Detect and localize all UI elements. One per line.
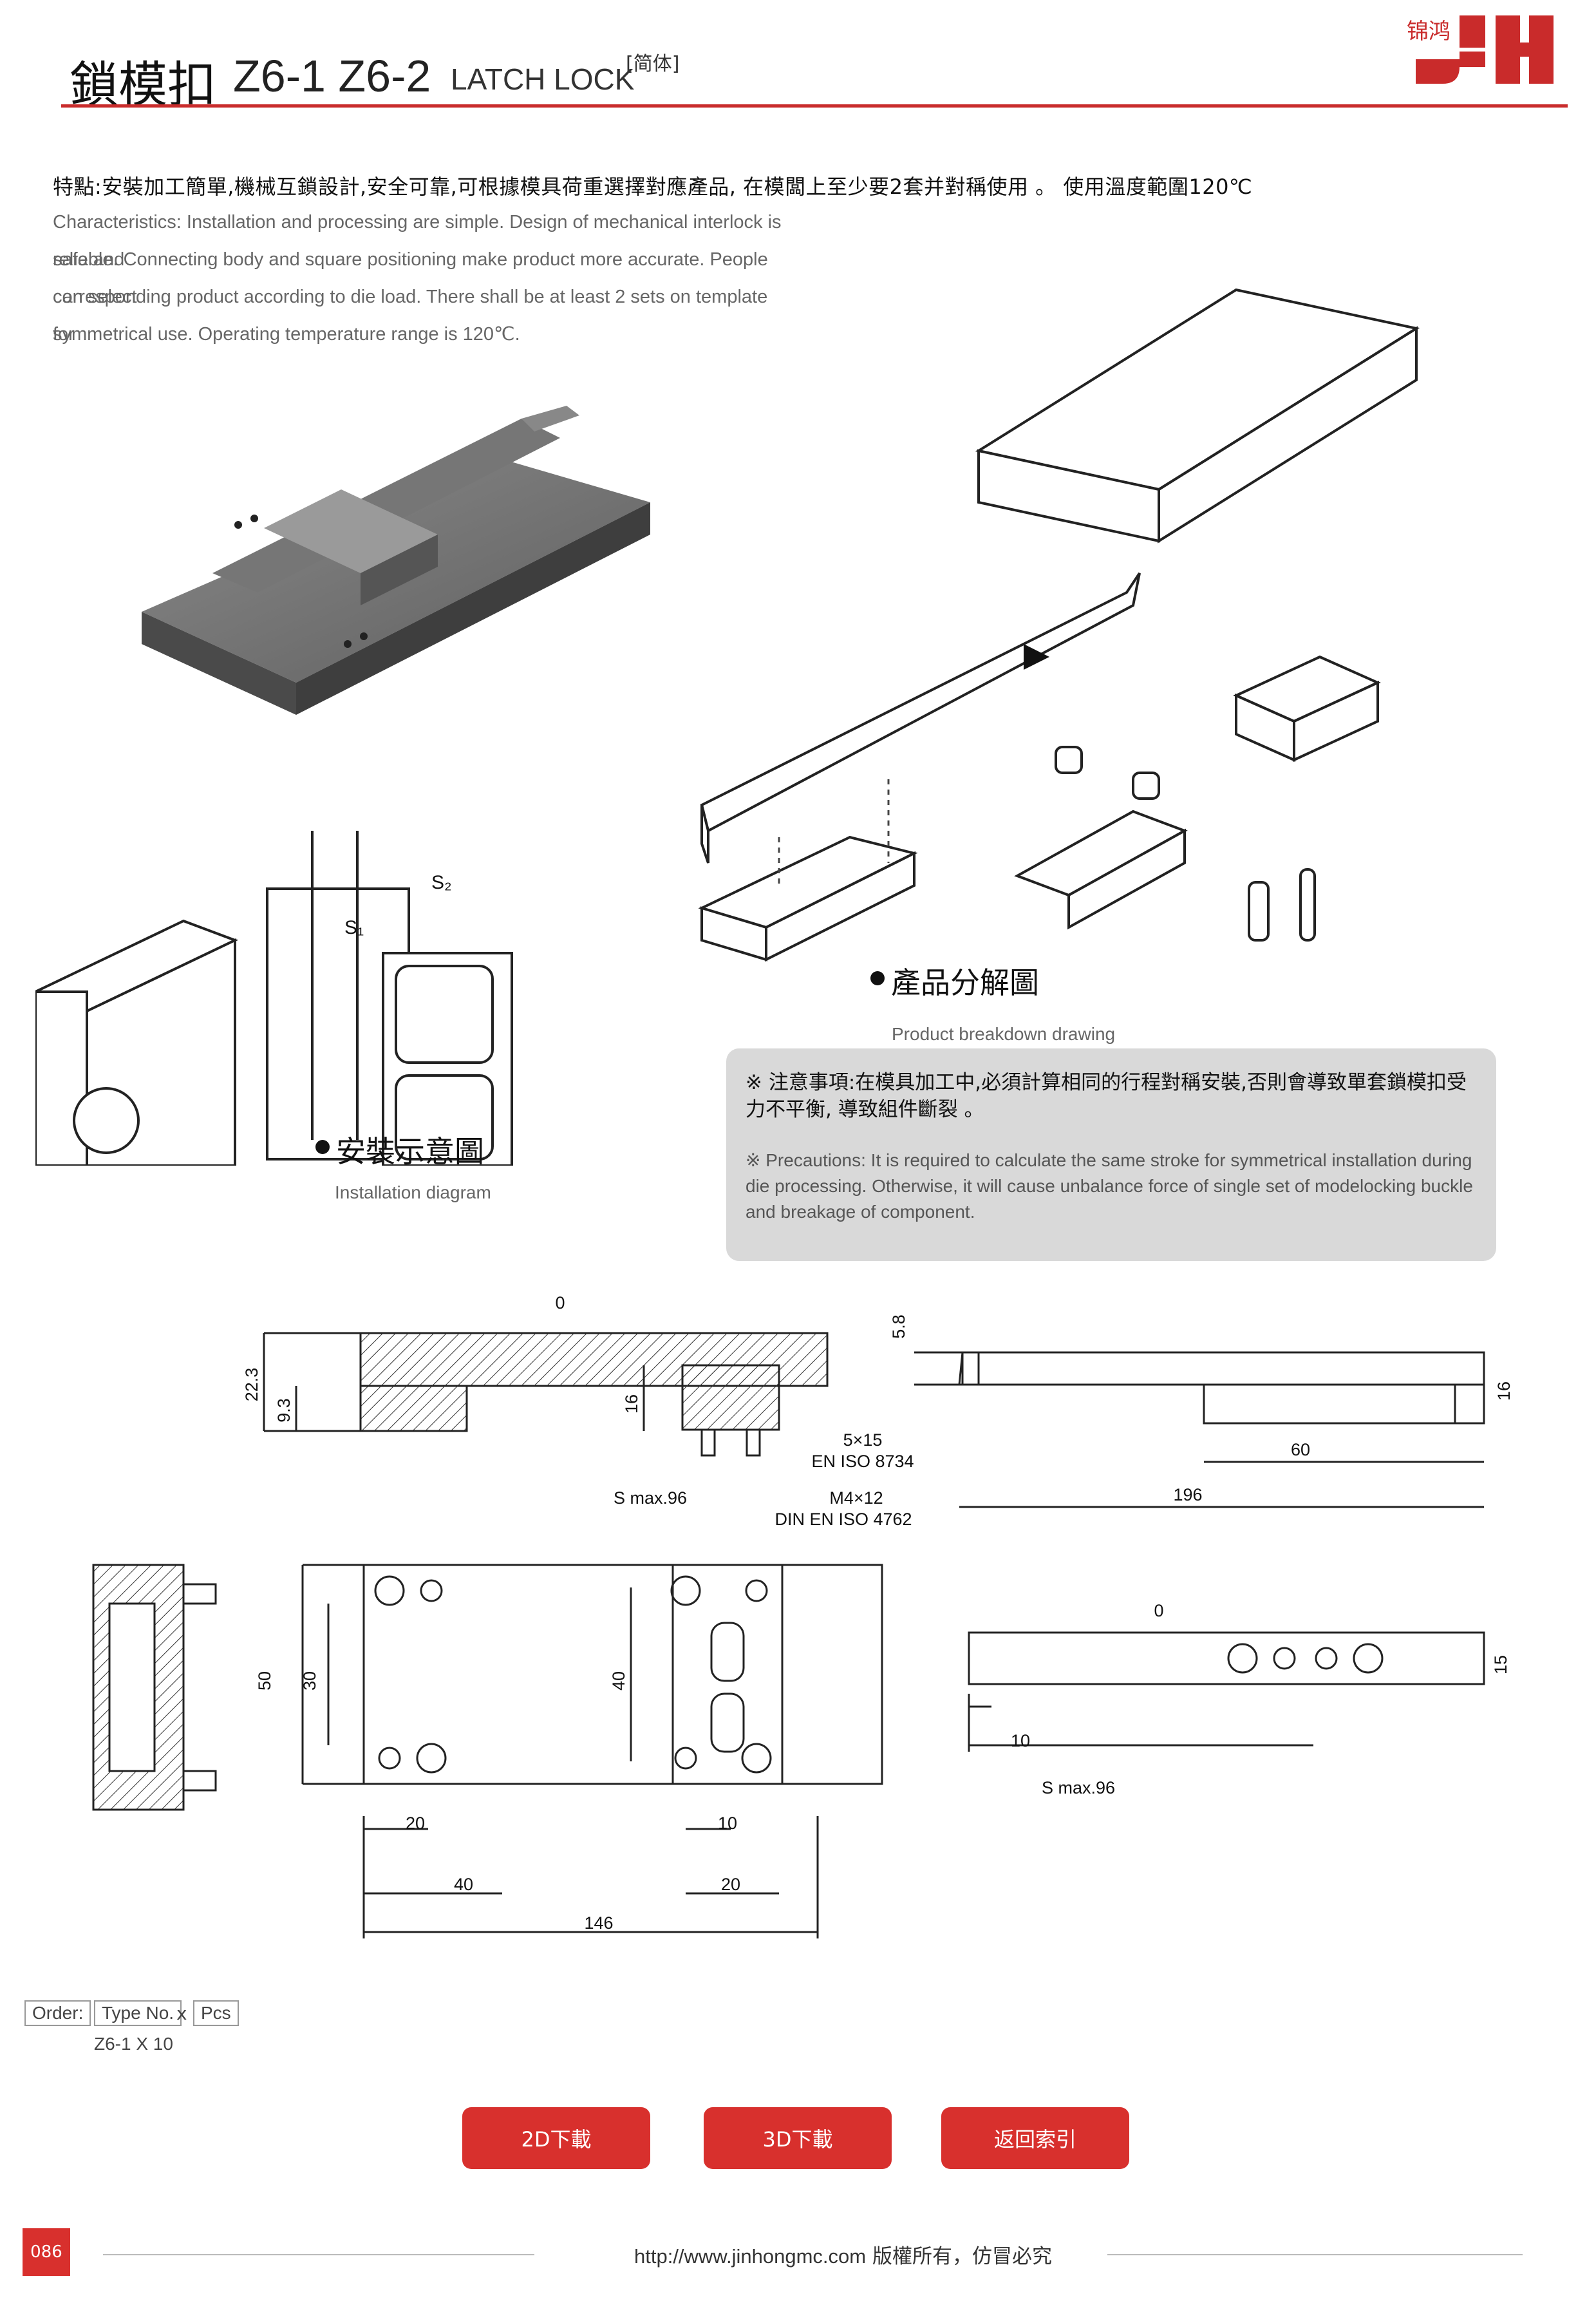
screw2-standard: DIN EN ISO 4762 (775, 1510, 912, 1529)
back-index-button[interactable]: 返回索引 (941, 2107, 1129, 2169)
features-en-line-2: reliable. Connecting body and square pos… (53, 249, 768, 307)
dim-smax-top: S max.96 (614, 1488, 687, 1508)
dim-5-8: 5.8 (889, 1314, 908, 1339)
dim-16-left: 16 (622, 1394, 641, 1414)
screw1-standard: EN ISO 8734 (811, 1452, 914, 1471)
logo-text: 锦鸿 (1407, 19, 1450, 44)
install-caption-cn: 安裝示意圖 (336, 1134, 484, 1169)
page-title-model: Z6-1 Z6-2 (233, 51, 431, 101)
simplified-link[interactable]: [简体] (626, 53, 680, 75)
dim-15: 15 (1491, 1655, 1510, 1674)
footer-text: http://www.jinhongmc.com 版權所有，仿冒必究 (634, 2240, 1052, 2269)
page-title-cn: 鎖模扣 (70, 56, 216, 113)
dim-zero-top: 0 (555, 1293, 565, 1312)
order-x: x (176, 2003, 187, 2024)
precaution-en: ※ Precautions: It is required to calcula… (746, 1150, 1473, 1222)
brand-logo: 锦鸿 (1407, 12, 1555, 88)
dim-smax-right: S max.96 (1042, 1778, 1115, 1797)
footer-line-right (1107, 2254, 1523, 2255)
breakdown-caption-cn: 產品分解圖 (891, 965, 1039, 1000)
features-en-line-3: corresponding product according to die l… (53, 287, 768, 345)
screw1-size: 5×15 (843, 1430, 883, 1450)
footer-line-left (103, 2254, 534, 2255)
dim-16-right: 16 (1494, 1381, 1514, 1401)
bullet-icon (870, 971, 885, 985)
dim-40-horizontal: 40 (454, 1875, 473, 1894)
dim-10-right: 10 (1011, 1731, 1030, 1750)
features-en-line-1: Characteristics: Installation and proces… (53, 212, 782, 270)
precaution-box (726, 1048, 1496, 1261)
dim-22-3: 22.3 (242, 1368, 261, 1402)
page-number: 086 (23, 2228, 70, 2276)
bullet-icon (315, 1140, 330, 1154)
dim-zero-right: 0 (1154, 1601, 1163, 1620)
technical-drawing: 0 22.3 9.3 16 5.8 16 5×15 EN ISO 8734 M4… (92, 1293, 1514, 1938)
order-pcs: Pcs (193, 2000, 239, 2026)
page-title-en: LATCH LOCK (451, 62, 635, 96)
download-3d-button[interactable]: 3D下載 (704, 2107, 892, 2169)
installation-diagram: S₁ S₂ (35, 831, 513, 1166)
dim-60: 60 (1291, 1440, 1310, 1459)
dim-20-left: 20 (406, 1814, 425, 1833)
dim-10-left: 10 (718, 1814, 737, 1833)
install-s1-label: S₁ (344, 917, 364, 938)
dim-30: 30 (300, 1671, 319, 1691)
product-photo (142, 406, 650, 715)
order-label: Order: (24, 2000, 91, 2026)
download-2d-button[interactable]: 2D下載 (462, 2107, 650, 2169)
dim-40-vertical: 40 (609, 1671, 628, 1691)
dim-20-right: 20 (721, 1875, 740, 1894)
features-en-line-4: symmetrical use. Operating temperature r… (53, 324, 520, 345)
screw2-size: M4×12 (829, 1488, 883, 1508)
dim-9-3: 9.3 (274, 1398, 294, 1423)
install-caption-en: Installation diagram (335, 1182, 491, 1202)
dim-196: 196 (1173, 1485, 1202, 1504)
dim-146: 146 (584, 1913, 613, 1933)
product-breakdown-drawing (698, 288, 1420, 962)
features-cn: 特點:安裝加工簡單,機械互鎖設計,安全可靠,可根據模具荷重選擇對應產品, 在模闆… (53, 175, 1253, 199)
header-divider (61, 104, 1568, 108)
dim-50: 50 (255, 1671, 274, 1691)
breakdown-caption-en: Product breakdown drawing (892, 1024, 1116, 1044)
precaution-cn: ※ 注意事項:在模具加工中,必須計算相同的行程對稱安裝,否則會導致單套鎖模扣受力… (746, 1071, 1467, 1121)
order-type: Type No. (94, 2000, 182, 2026)
footer-copyright: 版權所有，仿冒必究 (872, 2245, 1052, 2268)
order-example: Z6-1 X 10 (94, 2034, 173, 2054)
install-s2-label: S₂ (431, 872, 452, 893)
footer-url[interactable]: http://www.jinhongmc.com (634, 2245, 867, 2268)
